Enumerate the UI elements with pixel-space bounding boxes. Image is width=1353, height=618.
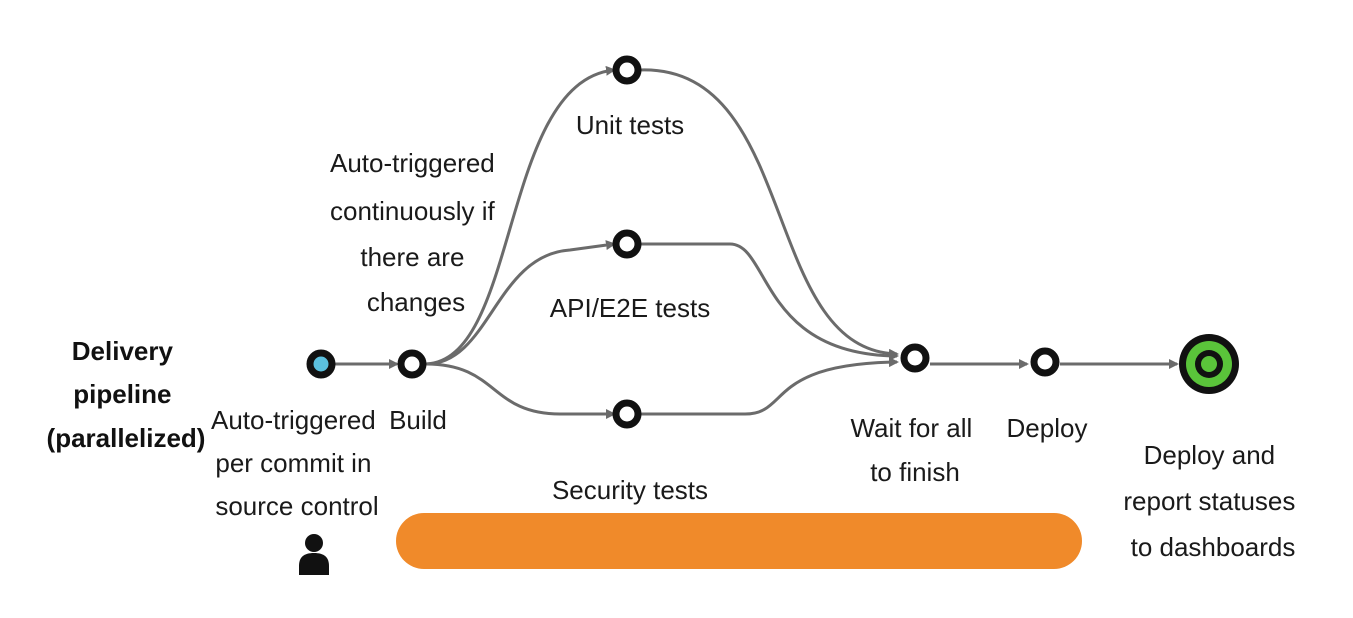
build-trigger-line-1: Auto-triggered <box>330 148 495 178</box>
final-stage-line-3: to dashboards <box>1131 532 1296 562</box>
commit-trigger-line-2: per commit in <box>215 448 371 478</box>
commit-trigger-line-3: source control <box>215 491 378 521</box>
unit-tests-node-icon <box>612 55 642 85</box>
edge-api-to-wait <box>640 242 899 361</box>
build-trigger-line-3: there are <box>360 242 464 272</box>
pipeline-title-line-3: (parallelized) <box>47 423 206 453</box>
edge-build-to-unit <box>425 65 616 366</box>
final-stage-line-2: report statuses <box>1123 486 1295 516</box>
pipeline-progress-bar <box>396 513 1082 569</box>
api-tests-label: API/E2E tests <box>550 293 710 323</box>
wait-node-icon <box>900 343 930 373</box>
edge-build-to-api <box>425 240 616 366</box>
pipeline-title-line-1: Delivery <box>72 336 174 366</box>
start-node-icon <box>306 349 336 379</box>
security-tests-label: Security tests <box>552 475 708 505</box>
deploy-label: Deploy <box>1007 413 1088 443</box>
pipeline-title: Delivery pipeline (parallelized) <box>47 336 206 453</box>
edge-unit-to-wait <box>639 68 899 359</box>
build-trigger-label: Auto-triggered continuously if there are… <box>330 148 502 317</box>
pipeline-edges <box>335 65 1179 419</box>
pipeline-nodes <box>306 55 1239 429</box>
security-tests-node-icon <box>612 399 642 429</box>
wait-label-line-2: to finish <box>870 457 960 487</box>
final-stage-label: Deploy and report statuses to dashboards <box>1123 440 1302 562</box>
edge-security-to-wait <box>640 357 899 416</box>
build-trigger-line-2: continuously if <box>330 196 496 226</box>
edge-build-to-security <box>425 362 616 419</box>
build-label: Build <box>389 405 447 435</box>
deploy-node-icon <box>1030 347 1060 377</box>
wait-label-line-1: Wait for all <box>850 413 972 443</box>
pipeline-title-line-2: pipeline <box>73 379 171 409</box>
unit-tests-label: Unit tests <box>576 110 684 140</box>
commit-trigger-line-1: Auto-triggered <box>211 405 376 435</box>
commit-trigger-label: Auto-triggered per commit in source cont… <box>211 405 383 521</box>
user-icon <box>299 534 329 575</box>
final-stage-line-1: Deploy and <box>1144 440 1276 470</box>
api-tests-node-icon <box>612 229 642 259</box>
target-node-icon <box>1179 334 1239 394</box>
wait-label: Wait for all to finish <box>850 413 979 487</box>
build-trigger-line-4: changes <box>367 287 465 317</box>
build-node-icon <box>397 349 427 379</box>
